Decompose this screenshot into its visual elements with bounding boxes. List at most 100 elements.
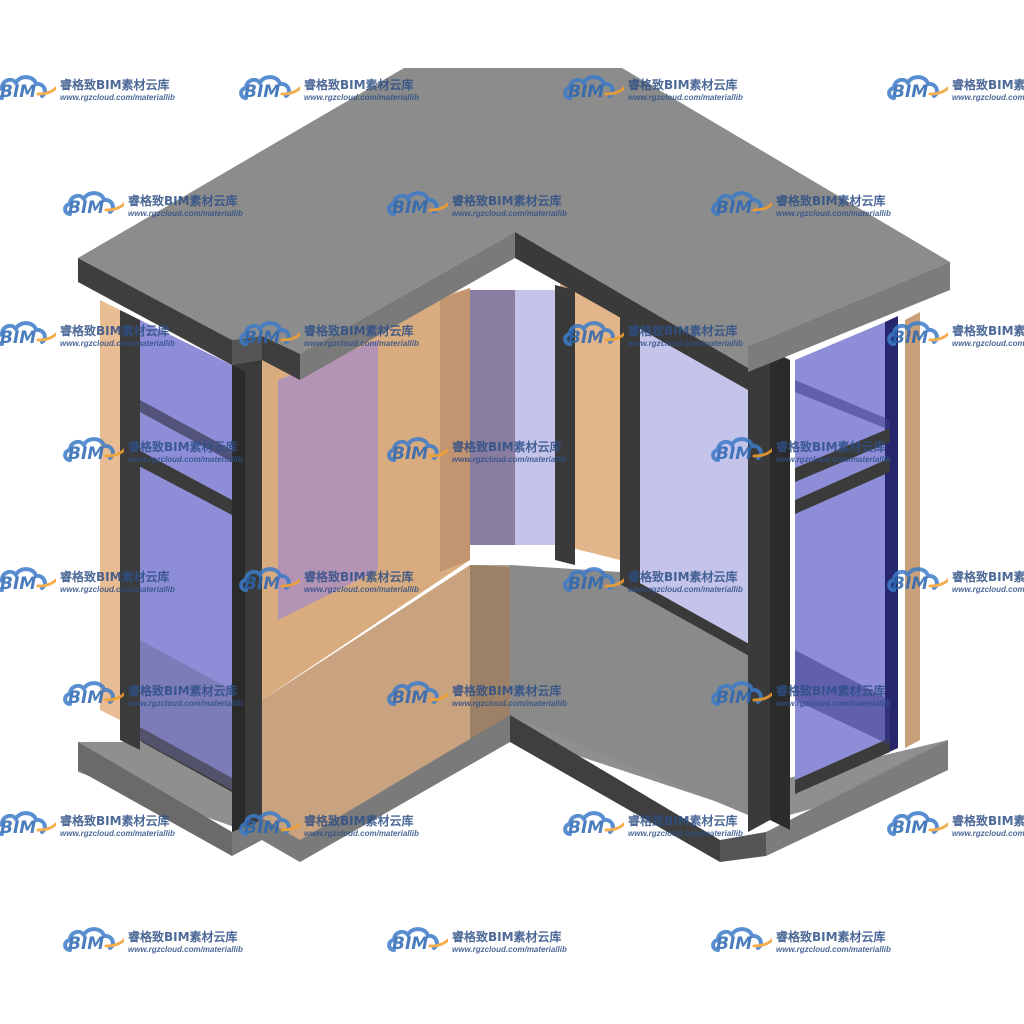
watermark-title: 睿格致BIM素材云库 — [128, 684, 238, 698]
interior-column — [440, 288, 470, 572]
top-slab — [78, 68, 950, 390]
middle-window-frame-bottom — [620, 572, 760, 662]
watermark: BIM睿格致BIM素材云库www.rgzcloud.com/materialli… — [886, 562, 1024, 602]
watermark-title: 睿格致BIM素材云库 — [776, 194, 886, 208]
top-slab-top — [78, 68, 950, 368]
watermark-url: www.rgzcloud.com/materiallib — [60, 585, 175, 594]
interior-back-glass-dark — [470, 290, 515, 545]
watermark-url: www.rgzcloud.com/materiallib — [60, 93, 175, 102]
bim-cloud-logo-icon — [563, 75, 624, 100]
bim-cloud-logo-icon — [887, 321, 948, 346]
bim-cloud-logo-icon — [887, 567, 948, 592]
watermark-logo-text: BIM — [68, 444, 105, 464]
watermark-logo-text: BIM — [568, 574, 605, 594]
bim-cloud-logo-icon — [711, 927, 772, 952]
interior-panel-pink — [278, 340, 378, 620]
right-window — [795, 316, 898, 794]
watermark-logo-text: BIM — [0, 328, 37, 348]
watermark-logo-text: BIM — [892, 818, 929, 838]
bim-cloud-logo-icon — [63, 191, 124, 216]
watermark-url: www.rgzcloud.com/materiallib — [952, 339, 1024, 348]
watermark-title: 睿格致BIM素材云库 — [60, 324, 170, 338]
left-window-frame-outer — [120, 310, 140, 750]
watermark: BIM睿格致BIM素材云库www.rgzcloud.com/materialli… — [886, 806, 1024, 846]
watermark-title: 睿格致BIM素材云库 — [60, 78, 170, 92]
bim-cloud-logo-icon — [63, 437, 124, 462]
watermark-title: 睿格致BIM素材云库 — [952, 78, 1024, 92]
watermark-url: www.rgzcloud.com/materiallib — [776, 945, 891, 954]
top-slab-front-mid — [262, 336, 300, 380]
bim-cloud-logo-icon — [711, 437, 772, 462]
watermark-logo-text: BIM — [392, 444, 429, 464]
watermark-title: 睿格致BIM素材云库 — [60, 814, 170, 828]
bim-cloud-logo-icon — [0, 321, 56, 346]
watermark-logo-text: BIM — [68, 198, 105, 218]
bim-cloud-logo-icon — [239, 75, 300, 100]
watermark: BIM睿格致BIM素材云库www.rgzcloud.com/materialli… — [886, 70, 1024, 110]
left-window — [120, 310, 262, 832]
watermark-title: 睿格致BIM素材云库 — [60, 570, 170, 584]
bottom-slab-front-right-3 — [720, 832, 766, 862]
watermark-logo-text: BIM — [716, 198, 753, 218]
watermark-logo-text: BIM — [716, 934, 753, 954]
watermark-title: 睿格致BIM素材云库 — [628, 814, 738, 828]
watermark-title: 睿格致BIM素材云库 — [952, 570, 1024, 584]
watermark-logo-text: BIM — [716, 444, 753, 464]
watermark-url: www.rgzcloud.com/materiallib — [128, 209, 243, 218]
bim-cloud-logo-icon — [0, 811, 56, 836]
bottom-slab-front-left — [78, 742, 232, 856]
bim-cloud-logo-icon — [711, 681, 772, 706]
top-slab-inner-right — [515, 232, 748, 390]
watermark-url: www.rgzcloud.com/materiallib — [776, 699, 891, 708]
watermark-url: www.rgzcloud.com/materiallib — [628, 93, 743, 102]
middle-window-frame-post-face — [770, 350, 790, 830]
middle-window-frame-left — [620, 300, 640, 590]
right-floor-grey — [510, 565, 760, 820]
watermark-title: 睿格致BIM素材云库 — [776, 684, 886, 698]
watermark-logo-text: BIM — [244, 82, 281, 102]
watermark-url: www.rgzcloud.com/materiallib — [304, 585, 419, 594]
watermark-title: 睿格致BIM素材云库 — [304, 78, 414, 92]
interior-floor-shadow — [470, 565, 510, 740]
middle-window — [555, 285, 790, 832]
bim-cloud-logo-icon — [387, 437, 448, 462]
watermark-url: www.rgzcloud.com/materiallib — [452, 945, 567, 954]
watermark-logo-text: BIM — [0, 82, 37, 102]
bim-cloud-logo-icon — [239, 811, 300, 836]
bim-cloud-logo-icon — [387, 681, 448, 706]
watermark-url: www.rgzcloud.com/materiallib — [304, 93, 419, 102]
watermark-logo-text: BIM — [568, 328, 605, 348]
watermark-title: 睿格致BIM素材云库 — [776, 440, 886, 454]
watermark-title: 睿格致BIM素材云库 — [452, 440, 562, 454]
watermark-url: www.rgzcloud.com/materiallib — [452, 209, 567, 218]
bim-cloud-logo-icon — [387, 191, 448, 216]
watermark-url: www.rgzcloud.com/materiallib — [304, 339, 419, 348]
watermark-url: www.rgzcloud.com/materiallib — [128, 945, 243, 954]
right-window-transom-1 — [795, 428, 890, 482]
watermark-title: 睿格致BIM素材云库 — [304, 570, 414, 584]
right-window-lower-dark — [795, 650, 890, 745]
bim-cloud-logo-icon — [711, 191, 772, 216]
bim-cloud-logo-icon — [887, 75, 948, 100]
bim-cloud-logo-icon — [0, 567, 56, 592]
interior — [100, 280, 920, 840]
watermark-url: www.rgzcloud.com/materiallib — [304, 829, 419, 838]
watermark-logo-text: BIM — [244, 818, 281, 838]
bim-cloud-logo-icon — [563, 567, 624, 592]
watermark-url: www.rgzcloud.com/materiallib — [952, 829, 1024, 838]
watermark-url: www.rgzcloud.com/materiallib — [776, 209, 891, 218]
bim-cloud-logo-icon — [563, 811, 624, 836]
